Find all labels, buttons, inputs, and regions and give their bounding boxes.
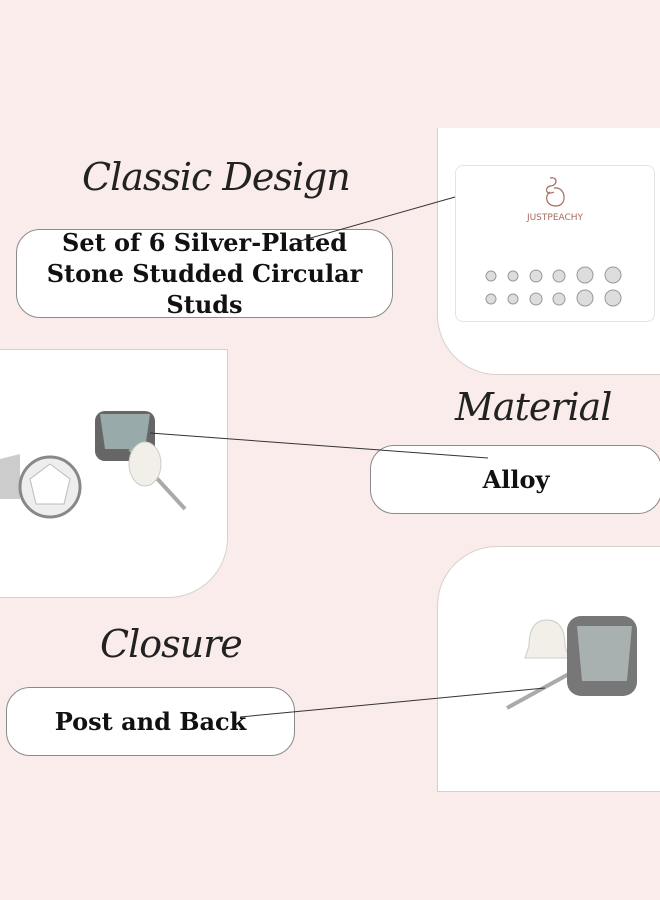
value-box-material: Alloy — [370, 445, 660, 514]
studs-grid — [485, 266, 622, 307]
heading-classic-design: Classic Design — [82, 155, 351, 199]
closure-value: Post and Back — [54, 706, 247, 736]
heading-material: Material — [455, 385, 612, 429]
earring-card: JUSTPEACHY — [455, 165, 655, 322]
brand-name: JUSTPEACHY — [526, 213, 584, 223]
heading-closure: Closure — [100, 622, 243, 666]
value-box-closure: Post and Back — [6, 687, 295, 756]
brand-logo-icon — [545, 177, 565, 207]
design-value-line1: Set of 6 Silver-Plated — [61, 227, 348, 257]
design-value-line2: Stone Studded Circular Studs — [46, 258, 363, 320]
closure-closeup-image — [506, 616, 637, 710]
material-value: Alloy — [482, 464, 550, 494]
stud-closeup-image — [0, 411, 187, 519]
